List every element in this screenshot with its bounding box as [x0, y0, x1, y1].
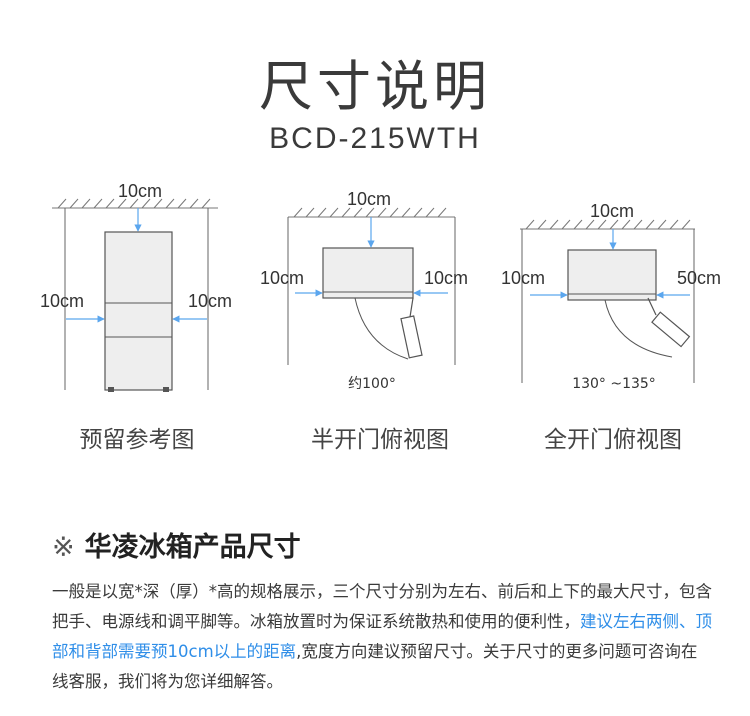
top-gap-label: 10cm — [347, 189, 391, 209]
dimension-diagrams: 10cm 10cm 10cm 10cm 10cm — [40, 181, 721, 392]
door-full-open — [604, 297, 691, 358]
door-half-open — [354, 297, 423, 360]
ceiling-hatch — [52, 198, 218, 209]
half-open-top-view-diagram: 10cm 10cm 10cm 约100° — [260, 189, 468, 392]
section-heading: ※ 华凌冰箱产品尺寸 — [52, 525, 301, 564]
left-gap-label: 10cm — [40, 291, 84, 311]
refrigerator-front — [104, 231, 173, 392]
body-text-part-2: ,宽度方向建议预留尺寸。关于尺寸的更多问题可咨询在线客服，我们将为您详细解答。 — [52, 642, 698, 691]
refrigerator-top — [567, 249, 657, 301]
model-number: BCD-215WTH — [269, 122, 481, 155]
back-wall-hatch — [520, 219, 695, 230]
refrigerator-top — [322, 247, 414, 299]
top-gap-label: 10cm — [118, 181, 162, 201]
right-gap-label: 10cm — [188, 291, 232, 311]
right-gap-label: 50cm — [677, 268, 721, 288]
half-open-caption: 半开门俯视图 — [311, 427, 449, 453]
front-reference-caption: 预留参考图 — [79, 427, 195, 453]
section-title-text: 华凌冰箱产品尺寸 — [84, 532, 301, 563]
full-open-caption: 全开门俯视图 — [544, 427, 682, 453]
right-gap-label: 10cm — [424, 268, 468, 288]
body-text-part-1: 一般是以宽*深（厚）*高的规格展示，三个尺寸分别为左右、前后和上下的最大尺寸，包… — [52, 582, 712, 631]
section-body-text: 一般是以宽*深（厚）*高的规格展示，三个尺寸分别为左右、前后和上下的最大尺寸，包… — [52, 577, 712, 697]
front-reference-diagram: 10cm 10cm 10cm — [40, 181, 232, 392]
door-angle-label: 约100° — [348, 376, 396, 392]
door-angle-label: 130° ~135° — [572, 376, 656, 392]
body-text-highlight: 建议左右两侧、顶部和背部需要预10cm以上的距离 — [52, 612, 712, 661]
left-gap-label: 10cm — [260, 268, 304, 288]
full-open-top-view-diagram: 10cm 10cm 50cm 130° ~135° — [501, 201, 721, 392]
top-gap-label: 10cm — [590, 201, 634, 221]
left-gap-label: 10cm — [501, 268, 545, 288]
back-wall-hatch — [288, 207, 455, 218]
reference-mark-icon: ※ — [52, 532, 75, 563]
page-title: 尺寸说明 — [259, 55, 491, 118]
